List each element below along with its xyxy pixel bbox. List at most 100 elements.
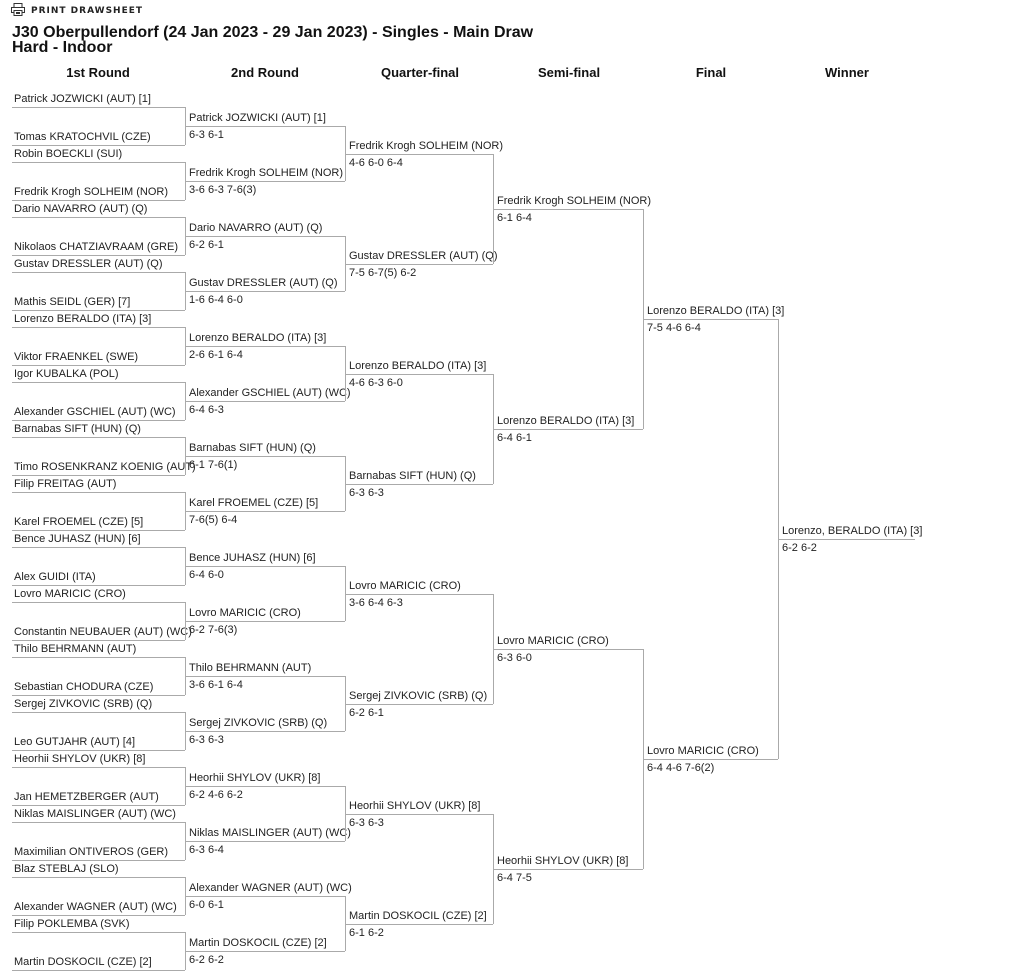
match-score: 6-4 6-0: [189, 569, 224, 581]
bracket-line: [345, 814, 493, 815]
player-name: Robin BOECKLI (SUI): [14, 148, 123, 160]
bracket-line: [185, 511, 345, 512]
bracket-line: [12, 822, 185, 823]
match-score: 6-3 6-3: [189, 734, 224, 746]
bracket-line: [185, 236, 345, 237]
bracket-line: [345, 374, 493, 375]
player-name: Constantin NEUBAUER (AUT) (WC): [14, 626, 192, 638]
bracket-line: [345, 924, 493, 925]
winner-name: Heorhii SHYLOV (UKR) [8]: [497, 855, 629, 867]
bracket-line: [185, 401, 345, 402]
winner-name: Gustav DRESSLER (AUT) (Q): [189, 277, 338, 289]
print-drawsheet-button[interactable]: PRINT DRAWSHEET: [11, 3, 143, 19]
bracket-line: [12, 585, 185, 586]
match-score: 6-4 7-5: [497, 872, 532, 884]
bracket-line: [778, 539, 915, 540]
player-name: Gustav DRESSLER (AUT) (Q): [14, 258, 163, 270]
match-score: 7-5 4-6 6-4: [647, 322, 701, 334]
match-score: 6-1 6-2: [349, 927, 384, 939]
bracket-line: [345, 264, 493, 265]
winner-name: Barnabas SIFT (HUN) (Q): [189, 442, 316, 454]
bracket-line: [185, 126, 345, 127]
player-name: Alexander WAGNER (AUT) (WC): [14, 901, 177, 913]
match-score: 6-2 7-6(3): [189, 624, 238, 636]
bracket-line: [12, 695, 185, 696]
bracket-connector: [345, 456, 346, 511]
player-name: Nikolaos CHATZIAVRAAM (GRE): [14, 241, 179, 253]
match-score: 6-1 6-4: [497, 212, 532, 224]
match-score: 4-6 6-0 6-4: [349, 157, 403, 169]
player-name: Fredrik Krogh SOLHEIM (NOR): [14, 186, 169, 198]
bracket-connector: [345, 676, 346, 731]
winner-name: Fredrik Krogh SOLHEIM (NOR): [189, 167, 344, 179]
winner-name: Barnabas SIFT (HUN) (Q): [349, 470, 476, 482]
match-score: 7-6(5) 6-4: [189, 514, 238, 526]
bracket-line: [643, 759, 778, 760]
player-name: Lovro MARICIC (CRO): [14, 588, 126, 600]
winner-name: Lovro MARICIC (CRO): [349, 580, 461, 592]
bracket-line: [12, 547, 185, 548]
player-name: Dario NAVARRO (AUT) (Q): [14, 203, 148, 215]
bracket-line: [12, 915, 185, 916]
match-score: 6-2 6-2: [782, 542, 817, 554]
bracket-line: [12, 145, 185, 146]
bracket-line: [12, 640, 185, 641]
player-name: Thilo BEHRMANN (AUT): [14, 643, 137, 655]
match-score: 6-3 6-3: [349, 817, 384, 829]
match-score: 6-4 4-6 7-6(2): [647, 762, 715, 774]
winner-name: Alexander WAGNER (AUT) (WC): [189, 882, 352, 894]
match-score: 6-4 6-1: [497, 432, 532, 444]
player-name: Viktor FRAENKEL (SWE): [14, 351, 139, 363]
bracket-line: [185, 566, 345, 567]
player-name: Sergej ZIVKOVIC (SRB) (Q): [14, 698, 153, 710]
bracket-line: [12, 107, 185, 108]
match-score: 3-6 6-3 7-6(3): [189, 184, 257, 196]
round-header: 2nd Round: [231, 65, 299, 80]
match-score: 3-6 6-1 6-4: [189, 679, 243, 691]
player-name: Filip FREITAG (AUT): [14, 478, 117, 490]
bracket-line: [12, 382, 185, 383]
winner-name: Lovro MARICIC (CRO): [647, 745, 759, 757]
player-name: Alexander GSCHIEL (AUT) (WC): [14, 406, 176, 418]
match-score: 6-2 4-6 6-2: [189, 789, 243, 801]
winner-name: Thilo BEHRMANN (AUT): [189, 662, 312, 674]
bracket-line: [185, 181, 345, 182]
bracket-line: [12, 475, 185, 476]
bracket-line: [185, 676, 345, 677]
bracket-line: [345, 154, 493, 155]
player-name: Leo GUTJAHR (AUT) [4]: [14, 736, 136, 748]
player-name: Heorhii SHYLOV (UKR) [8]: [14, 753, 146, 765]
winner-name: Niklas MAISLINGER (AUT) (WC): [189, 827, 351, 839]
bracket-connector: [345, 126, 346, 181]
bracket-connector: [345, 236, 346, 291]
player-name: Barnabas SIFT (HUN) (Q): [14, 423, 141, 435]
winner-name: Lorenzo BERALDO (ITA) [3]: [189, 332, 327, 344]
winner-name: Patrick JOZWICKI (AUT) [1]: [189, 112, 326, 124]
bracket-line: [345, 594, 493, 595]
bracket-line: [12, 217, 185, 218]
match-score: 6-2 6-2: [189, 954, 224, 966]
printer-icon: [11, 3, 25, 19]
bracket-line: [493, 649, 643, 650]
bracket-line: [185, 731, 345, 732]
winner-name: Lorenzo BERALDO (ITA) [3]: [349, 360, 487, 372]
round-header: Winner: [825, 65, 869, 80]
bracket-line: [12, 492, 185, 493]
bracket-line: [12, 970, 185, 971]
bracket-line: [12, 162, 185, 163]
bracket-line: [12, 805, 185, 806]
tournament-title: J30 Oberpullendorf (24 Jan 2023 - 29 Jan…: [12, 24, 534, 41]
bracket-line: [493, 209, 643, 210]
player-name: Patrick JOZWICKI (AUT) [1]: [14, 93, 151, 105]
bracket-line: [185, 346, 345, 347]
bracket-line: [345, 484, 493, 485]
player-name: Igor KUBALKA (POL): [14, 368, 119, 380]
winner-name: Heorhii SHYLOV (UKR) [8]: [189, 772, 321, 784]
winner-name: Fredrik Krogh SOLHEIM (NOR): [349, 140, 504, 152]
bracket-line: [345, 704, 493, 705]
bracket-line: [12, 750, 185, 751]
winner-name: Martin DOSKOCIL (CZE) [2]: [189, 937, 327, 949]
player-name: Karel FROEMEL (CZE) [5]: [14, 516, 144, 528]
match-score: 6-3 6-3: [349, 487, 384, 499]
match-score: 3-6 6-4 6-3: [349, 597, 403, 609]
